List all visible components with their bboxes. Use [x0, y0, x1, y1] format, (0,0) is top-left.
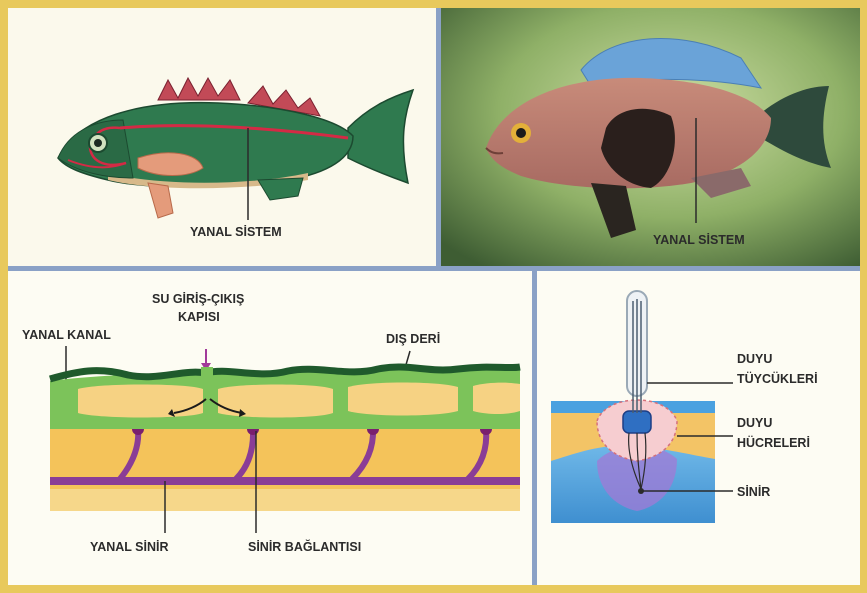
lateral-nerve-label: YANAL SİNİR — [90, 539, 169, 554]
drawn-fish-label: YANAL SİSTEM — [190, 224, 282, 239]
sensory-organ-panel: DUYU TÜYCÜKLERİ DUYU HÜCRELERİ SİNİR — [537, 271, 860, 585]
vertical-divider-top — [436, 8, 441, 266]
sensory-organ-diagram: DUYU TÜYCÜKLERİ DUYU HÜCRELERİ SİNİR — [537, 271, 860, 585]
photo-fish-label: YANAL SİSTEM — [653, 232, 745, 247]
sensory-cells-label-2: HÜCRELERİ — [737, 435, 810, 450]
cross-section-diagram: SU GİRİŞ-ÇIKIŞ KAPISI YANAL KANAL DIŞ DE… — [8, 271, 532, 585]
drawn-fish-panel: YANAL SİSTEM — [8, 8, 436, 266]
horizontal-divider — [8, 266, 860, 271]
vertical-divider-bottom — [532, 271, 537, 585]
nerve-label: SİNİR — [737, 484, 770, 499]
photo-fish-panel: YANAL SİSTEM — [441, 8, 860, 266]
sensory-hairs-label-1: DUYU — [737, 352, 772, 366]
outer-skin-label: DIŞ DERİ — [386, 331, 440, 346]
cross-section-panel: SU GİRİŞ-ÇIKIŞ KAPISI YANAL KANAL DIŞ DE… — [8, 271, 532, 585]
water-opening-label-2: KAPISI — [178, 310, 220, 324]
lateral-canal-label: YANAL KANAL — [22, 328, 111, 342]
sensory-hairs-label-2: TÜYCÜKLERİ — [737, 371, 818, 386]
sensory-cells-label-1: DUYU — [737, 416, 772, 430]
water-opening-label: SU GİRİŞ-ÇIKIŞ — [152, 291, 244, 306]
drawn-fish-illustration: YANAL SİSTEM — [8, 8, 436, 266]
nerve-connection-label: SİNİR BAĞLANTISI — [248, 539, 361, 554]
photo-fish-illustration: YANAL SİSTEM — [441, 8, 860, 266]
